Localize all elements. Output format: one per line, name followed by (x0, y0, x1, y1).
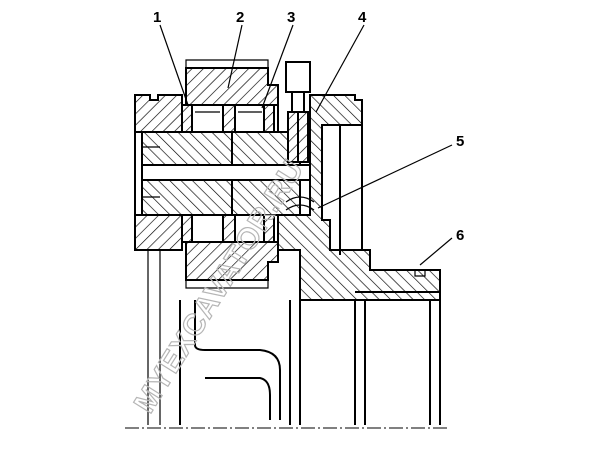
leader-lines (159, 24, 453, 266)
callout-5: 5 (456, 133, 464, 150)
callout-3: 3 (287, 9, 295, 26)
callout-6: 6 (456, 227, 464, 244)
grease-fitting (285, 61, 311, 163)
hub-body (179, 300, 441, 425)
callout-4: 4 (358, 9, 367, 26)
callout-2: 2 (236, 9, 244, 26)
upper-gear-block (185, 59, 279, 106)
upper-rollers (181, 104, 279, 133)
callout-1: 1 (153, 9, 161, 26)
lower-rollers (181, 214, 279, 243)
seal-ring (285, 196, 315, 211)
